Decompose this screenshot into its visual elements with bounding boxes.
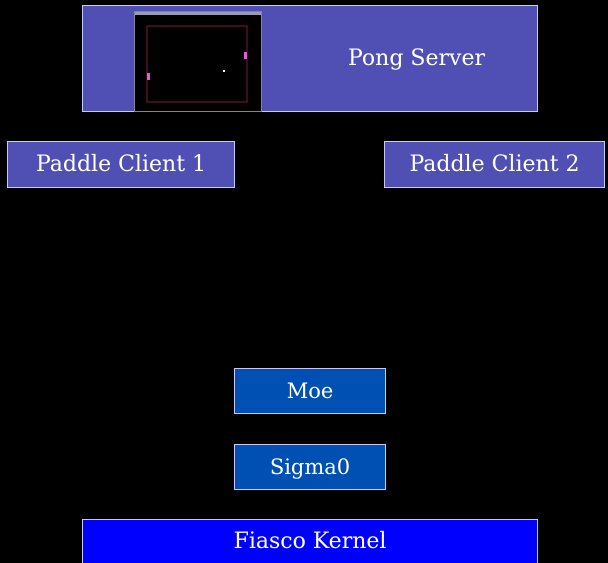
sigma0-box[interactable]: Sigma0 — [234, 444, 386, 490]
fiasco-kernel-box[interactable]: Fiasco Kernel — [82, 519, 538, 563]
screen-titlebar — [135, 12, 261, 15]
moe-box[interactable]: Moe — [234, 368, 386, 414]
paddle-client-2-box[interactable]: Paddle Client 2 — [384, 141, 605, 188]
pong-field — [146, 25, 248, 103]
left-paddle — [147, 73, 150, 80]
ball — [223, 70, 225, 72]
sigma0-label: Sigma0 — [269, 455, 351, 479]
pong-server-box[interactable]: Pong Server — [82, 5, 538, 112]
paddle-client-1-label: Paddle Client 1 — [35, 152, 207, 177]
pong-game-screen — [134, 11, 262, 112]
pong-field-border — [146, 25, 248, 103]
paddle-client-2-label: Paddle Client 2 — [409, 152, 580, 177]
paddle-client-1-box[interactable]: Paddle Client 1 — [7, 141, 235, 188]
moe-label: Moe — [286, 379, 334, 403]
right-paddle — [244, 52, 247, 59]
pong-server-label: Pong Server — [348, 46, 485, 71]
fiasco-kernel-label: Fiasco Kernel — [233, 529, 387, 554]
